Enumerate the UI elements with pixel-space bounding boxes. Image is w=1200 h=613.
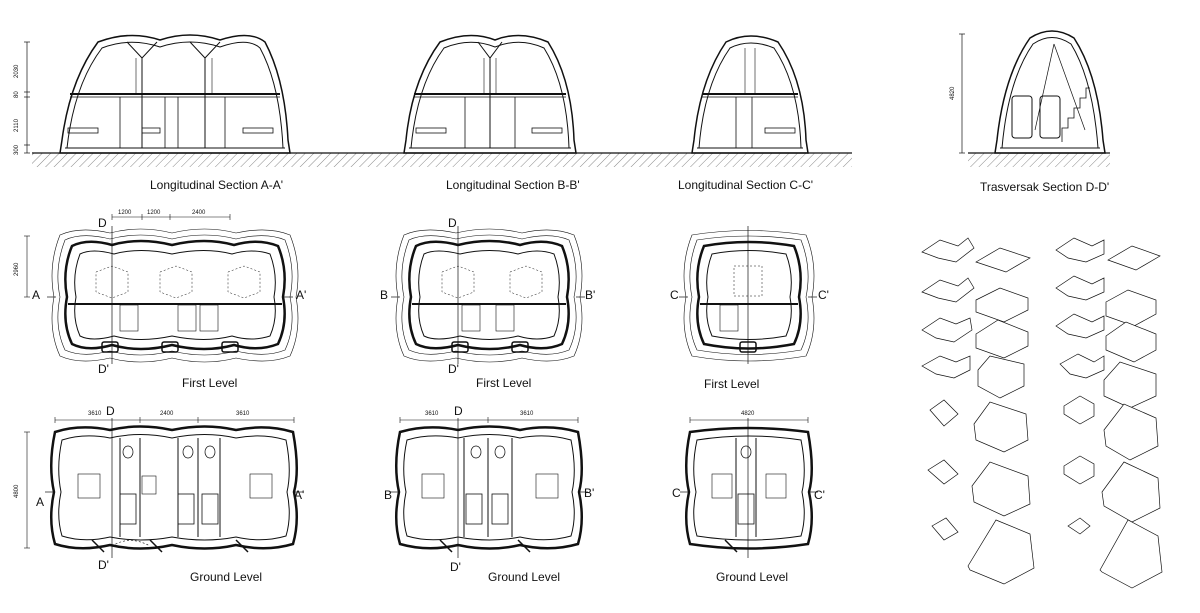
mark-a-first: A xyxy=(32,288,41,302)
dim-section-2: 2110 xyxy=(14,119,20,132)
section-c-drawing xyxy=(691,35,809,154)
mark-c2-first: C' xyxy=(818,288,829,302)
caption-first-level-b: First Level xyxy=(476,376,532,390)
mark-d-ground-b: D xyxy=(454,404,463,418)
section-d-drawing xyxy=(994,30,1106,154)
dim-ground-a-0: 3610 xyxy=(88,411,102,417)
dim-first-a-1: 1200 xyxy=(147,210,161,216)
mark-d2-ground-a: D' xyxy=(98,558,109,572)
dim-ground-b-0: 3610 xyxy=(425,411,439,417)
section-dimension-line xyxy=(24,41,30,154)
caption-ground-level-b: Ground Level xyxy=(488,570,561,584)
mark-b2-ground: B' xyxy=(584,486,595,500)
mark-a2-ground: A' xyxy=(294,488,305,502)
dim-ground-a-1: 2400 xyxy=(160,411,174,417)
caption-section-b: Longitudinal Section B-B' xyxy=(446,178,580,192)
caption-section-c: Longitudinal Section C-C' xyxy=(678,178,814,192)
dim-ground-b-1: 3610 xyxy=(520,411,534,417)
ground-level-plan-b xyxy=(390,417,588,558)
mark-b2-first: B' xyxy=(585,288,596,302)
mark-d2-first-b: D' xyxy=(448,362,459,376)
mark-a-ground: A xyxy=(36,495,45,509)
dim-section-0: 2030 xyxy=(14,64,20,78)
first-level-plan-a xyxy=(24,214,299,364)
dim-section-d-height: 4820 xyxy=(950,86,956,100)
exploded-axonometric-right-column xyxy=(1055,237,1163,589)
mark-b-ground: B xyxy=(384,488,393,502)
caption-first-level-c: First Level xyxy=(704,377,760,391)
section-d-dimension-line xyxy=(959,33,965,154)
exploded-axonometric-left-column xyxy=(921,237,1035,585)
dim-section-3: 300 xyxy=(14,144,20,155)
mark-c-ground: C xyxy=(672,486,681,500)
caption-section-a: Longitudinal Section A-A' xyxy=(150,178,284,192)
caption-section-d: Trasversak Section D-D' xyxy=(980,180,1110,194)
dim-first-a-0: 1200 xyxy=(118,210,132,216)
caption-ground-level-c: Ground Level xyxy=(716,570,789,584)
section-a-drawing xyxy=(59,34,291,154)
dim-ground-a-2: 3610 xyxy=(236,411,250,417)
ground-hatch-left xyxy=(32,152,852,167)
first-level-plan-c xyxy=(679,226,817,364)
mark-d2-first-a: D' xyxy=(98,362,109,376)
ground-level-plan-c xyxy=(680,417,818,558)
mark-d-first-b: D xyxy=(448,216,457,230)
ground-hatch-right xyxy=(968,152,1110,167)
mark-b-first: B xyxy=(380,288,389,302)
mark-d-first-a: D xyxy=(98,216,107,230)
mark-c2-ground: C' xyxy=(814,488,825,502)
first-level-plan-b xyxy=(391,226,585,364)
caption-first-level-a: First Level xyxy=(182,376,238,390)
caption-ground-level-a: Ground Level xyxy=(190,570,263,584)
dim-ground-height: 4800 xyxy=(14,484,20,498)
dim-first-a-height: 2960 xyxy=(14,262,20,276)
ground-level-plan-a xyxy=(24,417,303,558)
dim-section-1: 80 xyxy=(14,91,20,98)
mark-d2-ground-b: D' xyxy=(450,560,461,574)
dim-first-a-2: 2400 xyxy=(192,210,206,216)
mark-d-ground-a: D xyxy=(106,404,115,418)
dim-ground-c: 4820 xyxy=(741,411,755,417)
section-b-drawing xyxy=(403,34,577,154)
mark-c-first: C xyxy=(670,288,679,302)
mark-a2-first: A' xyxy=(296,288,307,302)
